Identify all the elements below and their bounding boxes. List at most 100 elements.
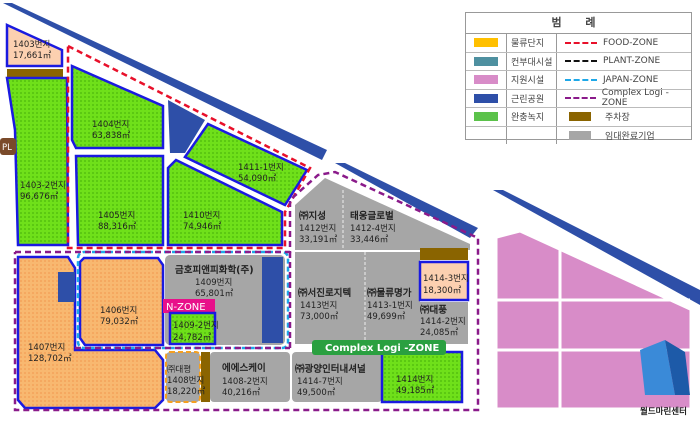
park-small: [58, 272, 75, 302]
landmark-label: 월드마린센터: [640, 406, 687, 417]
legend-row: 지원시설 JAPAN-ZONE: [466, 71, 691, 90]
svg-text:에에스케이: 에에스케이: [222, 362, 266, 374]
parcel-1414[interactable]: [380, 350, 464, 404]
svg-text:1410번지: 1410번지: [183, 211, 220, 221]
svg-text:1408번지: 1408번지: [167, 376, 204, 386]
svg-text:49,500㎡: 49,500㎡: [297, 388, 336, 398]
legend-row: 컨부대시설 PLANT-ZONE: [466, 52, 691, 71]
complex-zone-dash: [565, 97, 596, 100]
legend-label: Complex Logi -ZONE: [601, 88, 669, 109]
parcel-1414-3[interactable]: [418, 260, 470, 302]
svg-text:17,661㎡: 17,661㎡: [13, 51, 52, 61]
legend-label: JAPAN-ZONE: [603, 74, 659, 85]
svg-text:1414-3번지: 1414-3번지: [423, 274, 469, 284]
legend-row: 물류단지 FOOD-ZONE: [466, 34, 691, 53]
svg-text:1412번지: 1412번지: [299, 224, 336, 234]
legend-row: 완충녹지 주차장: [466, 108, 691, 127]
parcel-1405[interactable]: [74, 154, 165, 247]
parcel-1411-1[interactable]: [183, 122, 309, 207]
parcel-1414-2[interactable]: [420, 302, 468, 344]
svg-text:24,085㎡: 24,085㎡: [420, 328, 459, 338]
svg-text:1414-7번지: 1414-7번지: [297, 377, 343, 387]
parcel-1406[interactable]: [78, 256, 165, 347]
legend-label: 지원시설: [507, 71, 557, 89]
parcel-1413-1[interactable]: [365, 252, 420, 344]
legend-row: 임대완료기업: [466, 126, 691, 144]
svg-text:96,676㎡: 96,676㎡: [20, 192, 59, 202]
svg-text:63,838㎡: 63,838㎡: [92, 131, 131, 141]
svg-text:65,801㎡: 65,801㎡: [195, 289, 234, 299]
svg-text:㈜광양인터내셔널: ㈜광양인터내셔널: [295, 363, 366, 375]
svg-text:74,946㎡: 74,946㎡: [183, 222, 222, 232]
buffer-green-swatch: [474, 112, 498, 122]
japan-zone-tag: [163, 299, 215, 313]
legend-title: 범 례: [466, 13, 691, 34]
parcel-1408-2[interactable]: [210, 352, 290, 402]
parking-swatch: [569, 112, 591, 122]
svg-text:1414번지: 1414번지: [396, 375, 433, 385]
japan-zone-label: N-ZONE: [166, 302, 206, 313]
plant-zone-dash: [565, 60, 597, 63]
svg-text:1406번지: 1406번지: [100, 306, 137, 316]
legend-label: FOOD-ZONE: [603, 37, 659, 48]
parcel-1407[interactable]: [16, 255, 165, 410]
legend-label: 물류단지: [507, 34, 557, 52]
svg-text:1405번지: 1405번지: [98, 211, 135, 221]
svg-text:33,446㎡: 33,446㎡: [350, 235, 389, 245]
parcel-1409-2[interactable]: [168, 311, 217, 346]
legend-label: 근린공원: [507, 89, 557, 107]
park: [168, 100, 205, 153]
svg-text:금호피앤피화학(주): 금호피앤피화학(주): [175, 264, 254, 276]
food-zone-dash: [565, 41, 597, 44]
svg-text:태웅글로벌: 태웅글로벌: [350, 210, 394, 222]
svg-text:1403-2번지: 1403-2번지: [20, 181, 66, 191]
svg-text:88,316㎡: 88,316㎡: [98, 222, 137, 232]
coastal-road: [3, 3, 327, 160]
svg-text:128,702㎡: 128,702㎡: [28, 354, 72, 364]
svg-text:1409-2번지: 1409-2번지: [173, 321, 219, 331]
legend-row: 근린공원 Complex Logi -ZONE: [466, 88, 691, 109]
svg-text:1407번지: 1407번지: [28, 343, 65, 353]
parcel-1413[interactable]: [295, 252, 365, 344]
parcel-1403[interactable]: [5, 23, 64, 68]
svg-text:1403번지: 1403번지: [13, 40, 50, 50]
building-icon: [640, 340, 690, 395]
svg-text:49,699㎡: 49,699㎡: [367, 312, 406, 322]
legend-label: 주차장: [605, 113, 630, 124]
parcel-1412[interactable]: [295, 178, 470, 250]
svg-text:㈜대풍: ㈜대풍: [420, 304, 447, 316]
complex-zone-tag: [312, 340, 446, 355]
svg-text:1413-1번지: 1413-1번지: [367, 301, 413, 311]
parcel-1408[interactable]: [165, 351, 201, 403]
japan-zone-dash: [565, 78, 597, 81]
svg-text:18,220㎡: 18,220㎡: [167, 387, 206, 397]
parcel-1410[interactable]: [166, 158, 284, 247]
complex-zone-label: Complex Logi -ZONE: [325, 343, 440, 354]
leased-swatch: [569, 130, 591, 140]
food-zone-boundary: [66, 44, 312, 250]
coastal-road-right: [493, 190, 700, 305]
svg-text:㈜지성: ㈜지성: [299, 210, 326, 222]
svg-text:㈜대평: ㈜대평: [167, 364, 191, 375]
svg-text:1414-2번지: 1414-2번지: [420, 317, 466, 327]
parcel-1404[interactable]: [70, 64, 165, 150]
parcel-1414-7[interactable]: [292, 352, 382, 402]
svg-text:18,300㎡: 18,300㎡: [423, 286, 462, 296]
svg-text:1413번지: 1413번지: [300, 301, 337, 311]
legend-label: 컨부대시설: [507, 52, 557, 70]
svg-text:40,216㎡: 40,216㎡: [222, 388, 261, 398]
svg-text:㈜물류명가: ㈜물류명가: [367, 287, 412, 299]
coastal-road-mid: [335, 163, 478, 238]
legend-label: 임대완료기업: [605, 131, 655, 142]
complex-logi-zone-boundary: [13, 170, 480, 412]
parking-lot: [7, 69, 63, 77]
pl-label: PL: [2, 143, 12, 153]
svg-text:33,191㎡: 33,191㎡: [299, 235, 338, 245]
svg-text:㈜서진로지텍: ㈜서진로지텍: [298, 287, 351, 299]
facility-swatch: [474, 56, 498, 66]
svg-text:73,000㎡: 73,000㎡: [300, 312, 339, 322]
parcel-1403-2[interactable]: [5, 76, 70, 247]
